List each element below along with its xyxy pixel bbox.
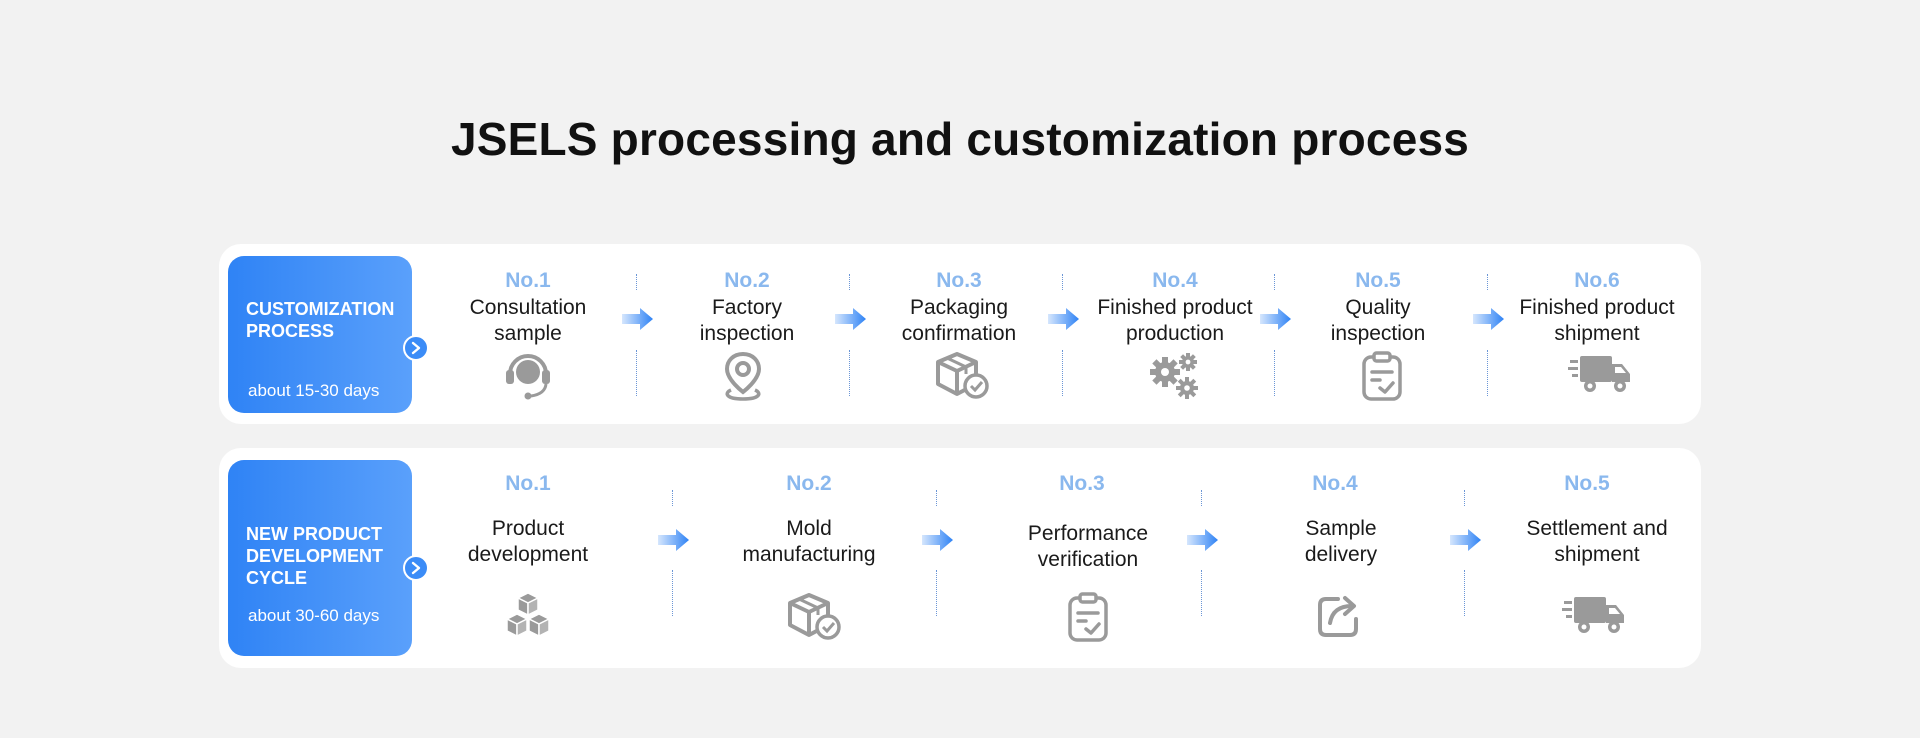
share-out-icon	[1316, 591, 1362, 644]
step-name: Finished product shipment	[1519, 296, 1675, 345]
new-product-development-panel: NEW PRODUCT DEVELOPMENT CYCLE about 30-6…	[219, 448, 1701, 668]
divider	[1464, 570, 1465, 616]
delivery-truck-icon	[1562, 591, 1628, 642]
arrow-right-icon	[1473, 308, 1504, 330]
arrow-right-icon	[658, 529, 689, 551]
clipboard-check-icon	[1360, 350, 1404, 407]
step-number: No.6	[1574, 269, 1620, 292]
step-number: No.1	[505, 472, 551, 495]
divider	[1062, 274, 1063, 290]
cubes-icon	[501, 591, 555, 648]
step-name: Factory inspection	[699, 296, 795, 345]
step-name: Performance verification	[1027, 522, 1149, 571]
location-pin-icon	[720, 350, 766, 407]
gears-icon	[1147, 350, 1203, 405]
step-name: Consultation sample	[469, 296, 587, 345]
arrow-right-icon	[1450, 529, 1481, 551]
divider	[1274, 274, 1275, 290]
customization-process-panel: CUSTOMIZATION PROCESS about 15-30 days N…	[219, 244, 1701, 424]
divider	[1464, 490, 1465, 506]
step-name: Sample delivery	[1304, 517, 1378, 566]
process-label-box: CUSTOMIZATION PROCESS about 15-30 days	[228, 256, 429, 413]
step-number: No.5	[1564, 472, 1610, 495]
divider	[672, 570, 673, 616]
arrow-right-icon	[622, 308, 653, 330]
step-number: No.4	[1152, 269, 1198, 292]
divider	[636, 274, 637, 290]
divider	[1062, 350, 1063, 396]
arrow-right-icon	[922, 529, 953, 551]
divider	[672, 490, 673, 506]
step-number: No.5	[1355, 269, 1401, 292]
divider	[936, 570, 937, 616]
process-duration: about 30-60 days	[248, 606, 380, 625]
step-name: Finished product production	[1097, 296, 1253, 345]
arrow-right-icon	[1187, 529, 1218, 551]
headset-icon	[501, 350, 555, 407]
arrow-right-icon	[1260, 308, 1291, 330]
step-number: No.3	[1059, 472, 1105, 495]
step-number: No.2	[724, 269, 770, 292]
divider	[849, 350, 850, 396]
arrow-right-icon	[1048, 308, 1079, 330]
chevron-right-icon	[403, 335, 429, 361]
process-label-box: NEW PRODUCT DEVELOPMENT CYCLE about 30-6…	[228, 460, 429, 656]
clipboard-check-icon	[1066, 591, 1110, 648]
chevron-right-icon	[403, 555, 429, 581]
divider	[636, 350, 637, 396]
step-name: Packaging confirmation	[901, 296, 1017, 345]
divider	[1487, 350, 1488, 396]
divider	[936, 490, 937, 506]
box-check-icon	[932, 350, 990, 405]
box-check-icon	[784, 591, 842, 646]
divider	[1201, 570, 1202, 616]
step-name: Quality inspection	[1330, 296, 1426, 345]
delivery-truck-icon	[1568, 350, 1634, 401]
step-number: No.4	[1312, 472, 1358, 495]
process-label: CUSTOMIZATION PROCESS	[246, 299, 395, 341]
step-name: Product development	[467, 517, 589, 566]
divider	[1487, 274, 1488, 290]
divider	[849, 274, 850, 290]
step-number: No.3	[936, 269, 982, 292]
step-name: Settlement and shipment	[1526, 517, 1668, 566]
step-name: Mold manufacturing	[742, 517, 876, 566]
divider	[1201, 490, 1202, 506]
process-label: NEW PRODUCT DEVELOPMENT CYCLE	[246, 524, 384, 588]
step-number: No.2	[786, 472, 832, 495]
divider	[1274, 350, 1275, 396]
page-title: JSELS processing and customization proce…	[450, 113, 1470, 165]
step-number: No.1	[505, 269, 551, 292]
process-duration: about 15-30 days	[248, 381, 380, 400]
arrow-right-icon	[835, 308, 866, 330]
